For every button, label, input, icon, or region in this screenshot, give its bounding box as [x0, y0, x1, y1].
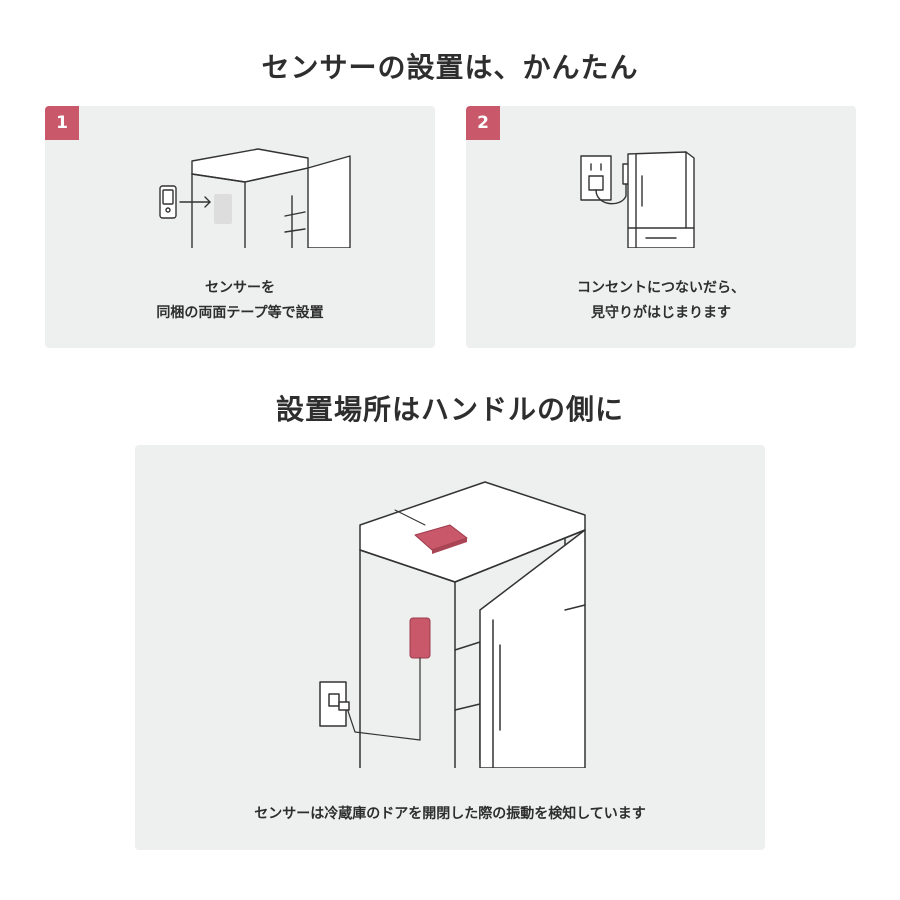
step-2-description: コンセントにつないだら、 見守りがはじまります	[577, 280, 745, 321]
section-title-placement: 設置場所はハンドルの側に	[275, 393, 624, 426]
step-card-1: 1 センサーを 同梱の両面テープ等で設置	[45, 106, 435, 348]
sensor-device-icon	[159, 185, 177, 219]
refrigerator-icon	[191, 148, 351, 248]
refrigerator-icon	[627, 151, 695, 248]
plug-icon	[338, 701, 350, 711]
plug-in-illustration	[580, 151, 695, 248]
step-number-badge: 1	[45, 106, 79, 140]
placement-card: センサーは冷蔵庫のドアを開閉した際の振動を検知しています	[135, 445, 765, 850]
sensor-device-icon	[394, 509, 468, 554]
step-1-description: センサーを 同梱の両面テープ等で設置	[156, 280, 324, 321]
section-title-setup: センサーの設置は、かんたん	[261, 51, 639, 84]
refrigerator-icon	[359, 481, 586, 768]
step-number-badge: 2	[466, 106, 500, 140]
arrow-icon	[179, 196, 211, 208]
placement-illustration	[319, 481, 586, 768]
step-card-2: 2 コンセントにつないだら、 見守りがはじまります	[466, 106, 856, 348]
sensor-attach-illustration	[159, 148, 351, 248]
placement-caption: センサーは冷蔵庫のドアを開閉した際の振動を検知しています	[254, 806, 646, 822]
power-outlet-icon	[580, 155, 612, 201]
sensor-device-icon	[346, 617, 431, 741]
